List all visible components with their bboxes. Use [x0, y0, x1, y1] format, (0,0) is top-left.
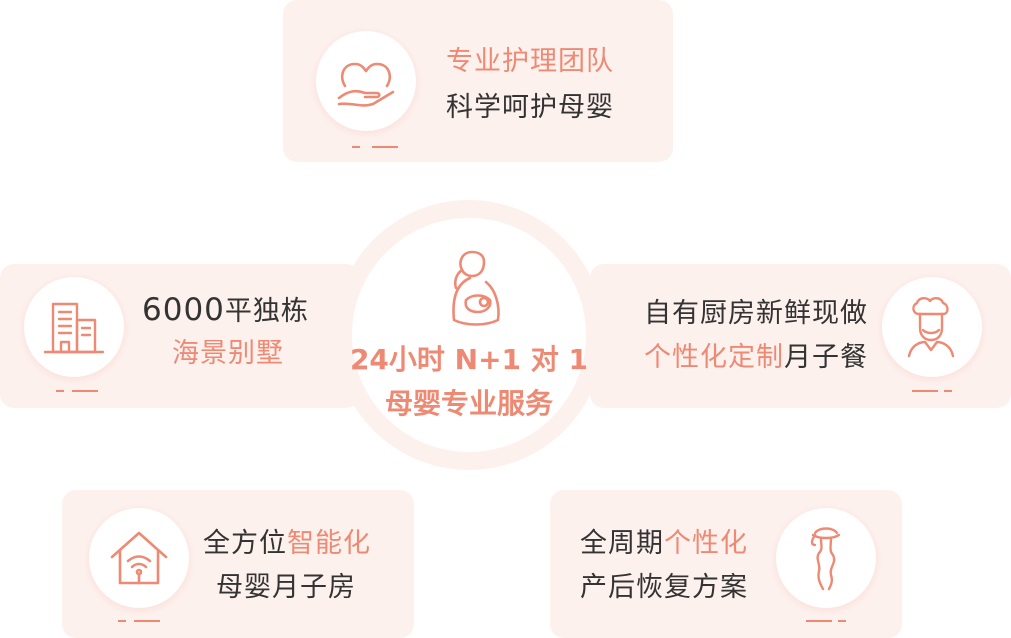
recovery-title-plain: 全周期	[580, 528, 664, 559]
smart-room-dash-short	[118, 620, 126, 622]
kitchen-dash-long	[912, 390, 938, 392]
kitchen-subtitle-accent: 个性化定制	[644, 342, 784, 373]
villa-area-number: 6000	[142, 292, 225, 328]
villa-area-unit: 平独栋	[224, 296, 309, 327]
smart-room-title-accent: 智能化	[287, 528, 371, 559]
care-team-dash-short	[352, 146, 360, 148]
smart-room-title-plain: 全方位	[203, 528, 287, 559]
recovery-dash-long	[806, 620, 832, 622]
buildings-icon	[43, 302, 105, 354]
kitchen-title: 自有厨房新鲜现做	[644, 298, 868, 329]
recovery-dash-short	[838, 620, 846, 622]
smart-room-subtitle: 母婴月子房	[216, 572, 356, 603]
villa-dash-short	[56, 390, 64, 392]
smart-home-icon	[110, 531, 168, 585]
center-line2: 母婴专业服务	[384, 387, 553, 420]
smart-room-icon-circle	[89, 508, 189, 608]
center-line1: 24小时 N+1 对 1	[349, 343, 589, 376]
smart-room-dash-long	[134, 620, 160, 622]
body-shape-icon	[810, 527, 841, 591]
villa-subtitle: 海景别墅	[172, 338, 284, 369]
kitchen-subtitle: 个性化定制月子餐	[644, 338, 868, 378]
kitchen-dash-short	[944, 390, 952, 392]
center-circle	[352, 218, 586, 452]
care-team-icon-circle	[316, 31, 416, 131]
kitchen-subtitle-rest: 月子餐	[784, 342, 868, 373]
heart-hand-icon	[337, 62, 395, 107]
mother-baby-icon	[452, 250, 500, 326]
villa-title: 6000平独栋	[142, 290, 309, 332]
care-team-dash-long	[372, 146, 398, 148]
recovery-icon-circle	[776, 508, 876, 608]
recovery-title: 全周期个性化	[580, 524, 748, 564]
villa-icon-circle	[24, 277, 124, 377]
recovery-title-accent: 个性化	[664, 528, 748, 559]
smart-room-title: 全方位智能化	[203, 524, 371, 564]
care-team-subtitle: 科学呵护母婴	[446, 92, 614, 123]
villa-dash-long	[72, 390, 98, 392]
chef-icon	[907, 297, 955, 358]
care-team-title: 专业护理团队	[446, 46, 614, 77]
recovery-subtitle: 产后恢复方案	[580, 572, 748, 603]
kitchen-icon-circle	[882, 277, 982, 377]
